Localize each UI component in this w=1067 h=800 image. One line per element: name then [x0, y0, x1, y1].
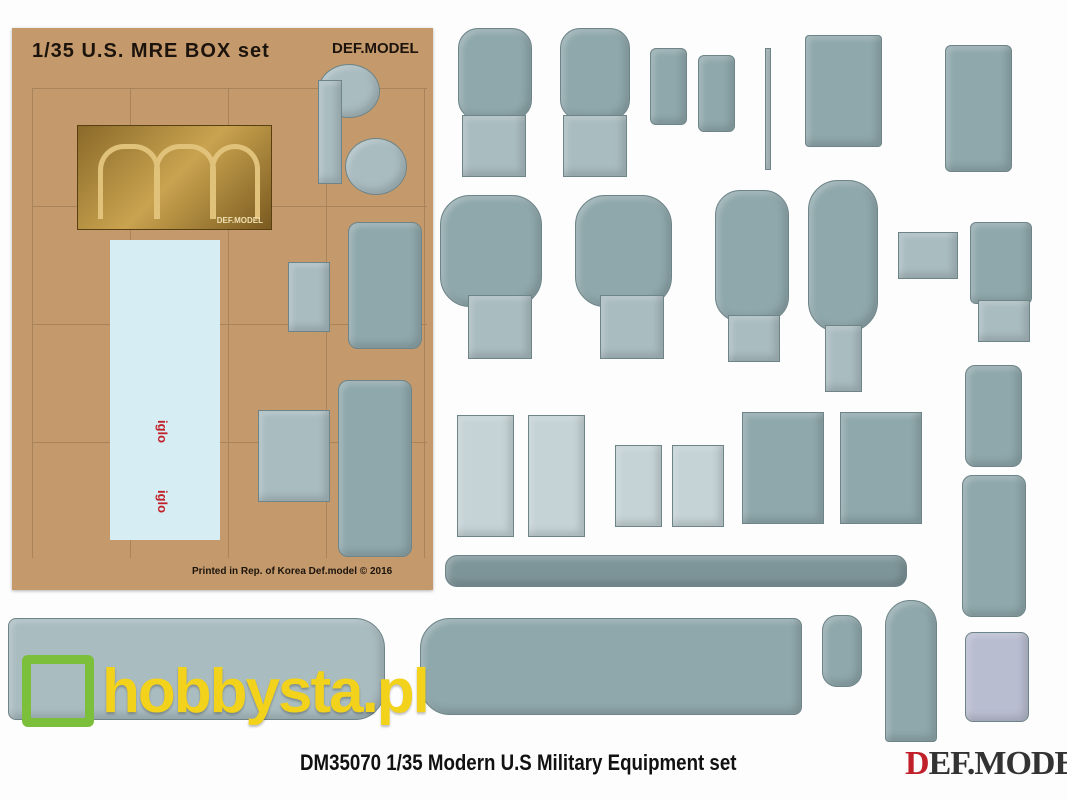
backpack-part [575, 195, 672, 307]
backpack-base [600, 295, 664, 359]
stretcher-part [420, 618, 802, 715]
cooler-part [348, 222, 422, 349]
card-footer: Printed in Rep. of Korea Def.model © 201… [192, 566, 393, 577]
cooler-part [338, 380, 412, 557]
sprue [318, 80, 342, 184]
bracket-part [288, 262, 330, 332]
decal-text: iglo [155, 420, 170, 444]
hobbysta-logo-icon [22, 655, 94, 727]
card-title: 1/35 U.S. MRE BOX set [32, 40, 270, 62]
backpack-part [560, 28, 630, 120]
canister-part [965, 632, 1029, 722]
product-caption: DM35070 1/35 Modern U.S Military Equipme… [300, 750, 737, 775]
jerrycan-part [945, 45, 1012, 172]
card-brand: DEF.MODEL [332, 40, 419, 57]
backpack-base [728, 315, 780, 362]
defmodel-logo: DEF.MODEL [905, 745, 1067, 783]
logo-first-letter: D [905, 745, 930, 782]
stretcher-poles-part [445, 555, 907, 587]
cone-part [885, 600, 937, 742]
rack-part [898, 232, 958, 279]
canister-part [965, 365, 1022, 467]
canister-part [962, 475, 1026, 617]
pouch-part [698, 55, 735, 132]
watermark-text: hobbysta.pl [102, 656, 430, 726]
decal-sheet: iglo iglo [110, 240, 220, 540]
roll-part [840, 412, 922, 524]
antenna-part [765, 48, 771, 170]
hobbysta-watermark: hobbysta.pl [22, 655, 430, 727]
backpack-base [462, 115, 526, 177]
chair-part [615, 445, 662, 527]
sleeping-bag-part [715, 190, 789, 322]
backpack-base [825, 325, 862, 392]
logo-rest: EF.MODEL [928, 745, 1067, 782]
pouch-part [650, 48, 687, 125]
backpack-part [458, 28, 532, 120]
roll-part [742, 412, 824, 524]
bag-part [258, 410, 330, 502]
sleeping-bag-part [808, 180, 878, 332]
backpack-base [563, 115, 627, 177]
lid-part [345, 138, 407, 195]
handle-part [98, 144, 160, 219]
chair-part [457, 415, 514, 537]
decal-text: iglo [155, 490, 170, 514]
chair-part [528, 415, 585, 537]
handle-part [154, 144, 216, 219]
jerrycan-part [970, 222, 1032, 304]
stretcher-part [8, 618, 385, 720]
photo-etch-fret: DEF.MODEL [77, 125, 272, 230]
bottle-part [822, 615, 862, 687]
jerrycan-base [978, 300, 1030, 342]
chair-part [672, 445, 724, 527]
fret-label: DEF.MODEL [216, 216, 263, 225]
backpack-part [440, 195, 542, 307]
ammo-box-part [805, 35, 882, 147]
handle-part [210, 144, 260, 219]
backpack-base [468, 295, 532, 359]
